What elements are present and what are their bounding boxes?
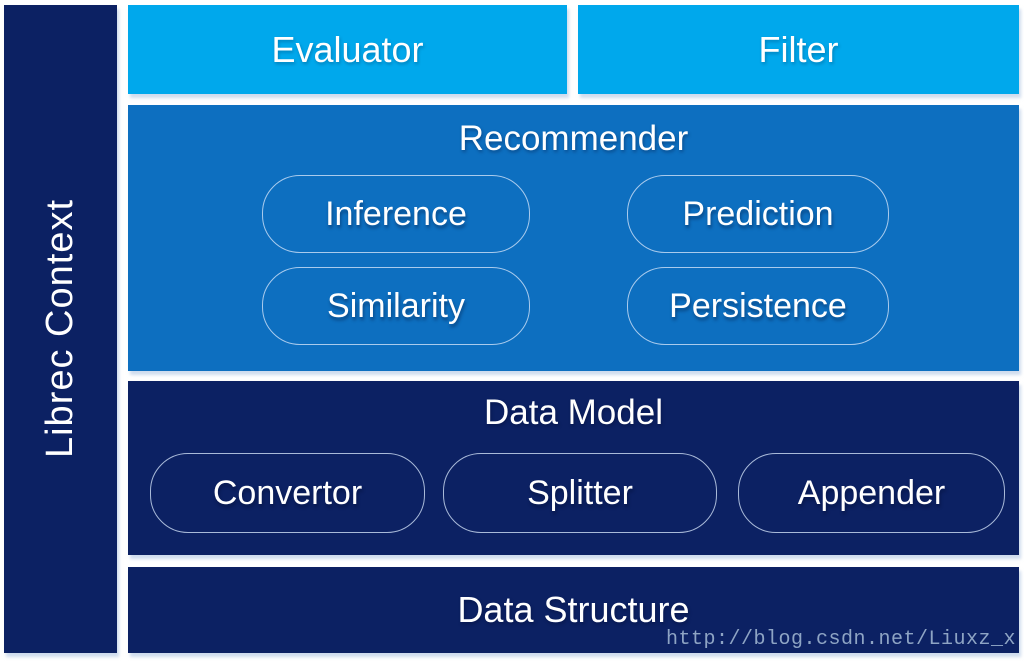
- data-model-title: Data Model: [484, 393, 663, 432]
- prediction-pill: Prediction: [627, 175, 889, 253]
- persistence-pill: Persistence: [627, 267, 889, 345]
- filter-label: Filter: [758, 28, 839, 70]
- librec-context-sidebar: Librec Context: [4, 5, 117, 653]
- watermark-url: http://blog.csdn.net/Liuxz_x: [665, 628, 1016, 651]
- splitter-pill: Splitter: [443, 453, 717, 533]
- data-structure-box: Data Structure: [128, 567, 1019, 653]
- filter-box: Filter: [578, 5, 1019, 94]
- recommender-title: Recommender: [458, 119, 689, 158]
- appender-pill: Appender: [738, 453, 1005, 533]
- evaluator-box: Evaluator: [128, 5, 567, 94]
- evaluator-label: Evaluator: [271, 28, 424, 70]
- inference-pill: Inference: [262, 175, 530, 253]
- convertor-pill: Convertor: [150, 453, 425, 533]
- data-model-box: Data Model Convertor Splitter Appender: [128, 381, 1019, 555]
- librec-context-label: Librec Context: [39, 199, 81, 459]
- data-structure-title: Data Structure: [457, 589, 690, 630]
- similarity-pill: Similarity: [262, 267, 530, 345]
- recommender-box: Recommender Inference Prediction Similar…: [128, 105, 1019, 371]
